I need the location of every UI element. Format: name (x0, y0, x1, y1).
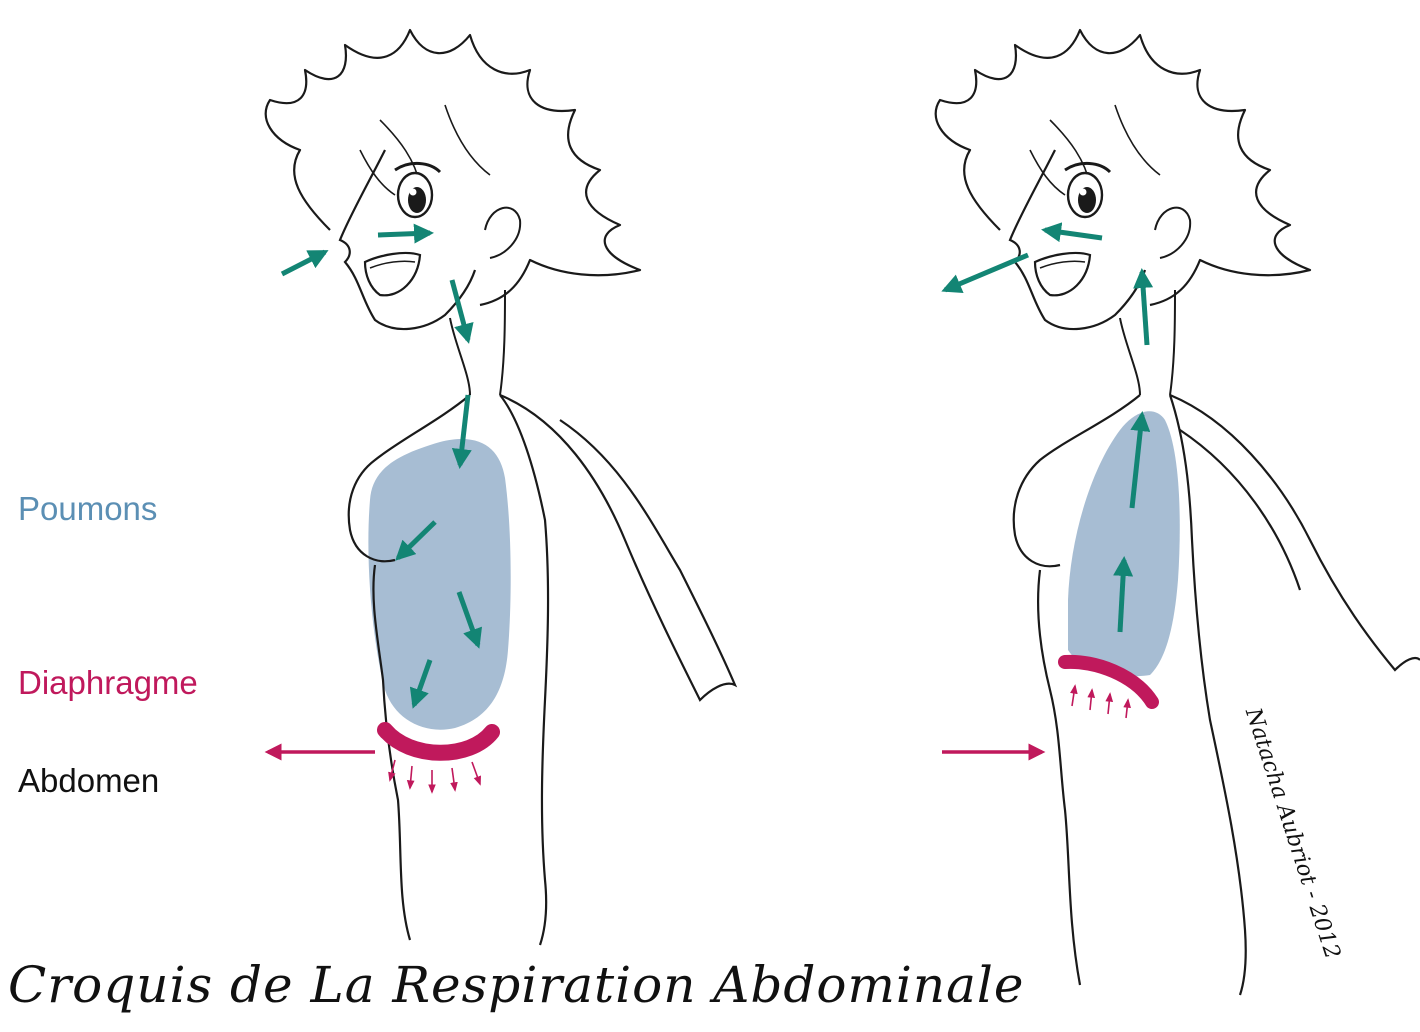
ear-left (485, 208, 520, 258)
caption-title: Croquis de La Respiration Abdominale (8, 960, 1025, 1010)
diaphragm-release-arrows-right (1072, 686, 1128, 718)
arm-right (1170, 395, 1420, 670)
lungs-shape-right (1068, 411, 1180, 676)
diaphragm-label: Diaphragme (18, 666, 198, 699)
abdomen-label: Abdomen (18, 764, 159, 797)
inhale-figure (266, 30, 735, 945)
arm-left (500, 395, 735, 700)
hair-outline-left (266, 30, 640, 305)
exhale-figure (936, 30, 1420, 995)
mouth-right (1035, 253, 1090, 295)
lungs-label: Poumons (18, 492, 157, 525)
diaphragm-left (385, 730, 492, 753)
hair-outline-right (936, 30, 1310, 305)
mouth-left (365, 253, 420, 295)
body-back-right (1170, 395, 1246, 995)
ear-right (1155, 208, 1190, 258)
body-back-left (500, 395, 548, 945)
lungs-shape-left (368, 439, 510, 730)
diaphragm-push-arrows-left (390, 760, 480, 792)
